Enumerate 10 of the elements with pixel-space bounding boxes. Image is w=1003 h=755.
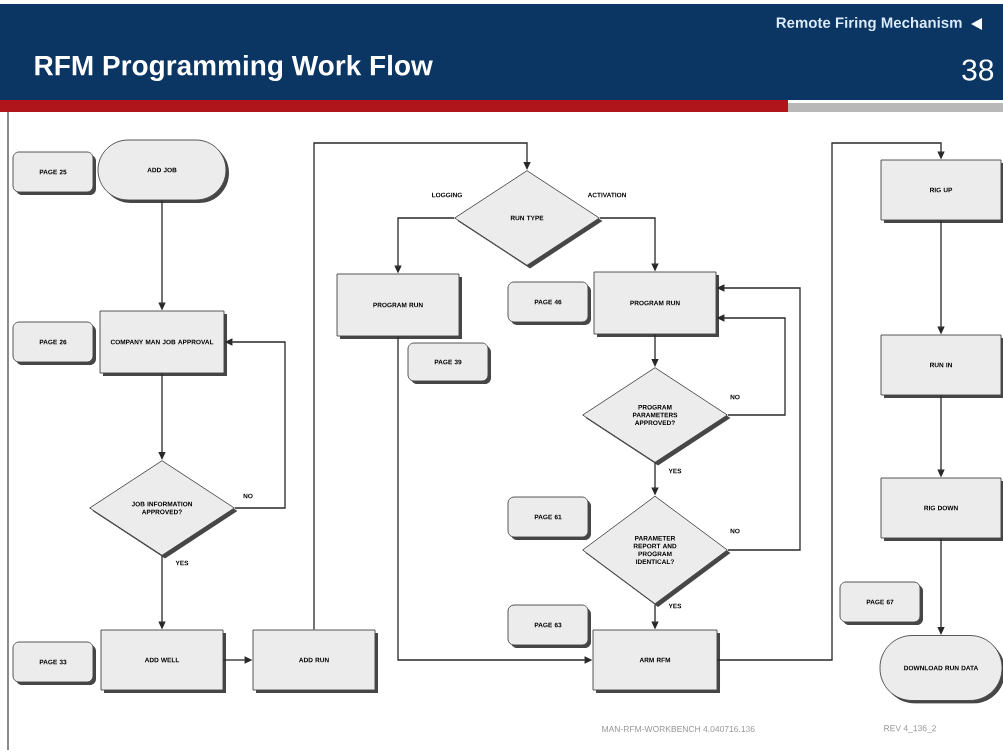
arrow: [313, 142, 531, 631]
arrow: [651, 333, 659, 367]
footer-text: REV 4_136_2: [884, 725, 937, 733]
arrow: [158, 372, 166, 460]
page-number: 38: [962, 59, 994, 81]
footer-text: MAN-RFM-WORKBENCH 4.040716.136: [602, 726, 755, 732]
arrow: [937, 537, 945, 635]
title: RFM Programming Work Flow: [35, 54, 433, 82]
arrow: [716, 142, 945, 661]
subtitle: Remote Firing Mechanism: [776, 17, 962, 32]
